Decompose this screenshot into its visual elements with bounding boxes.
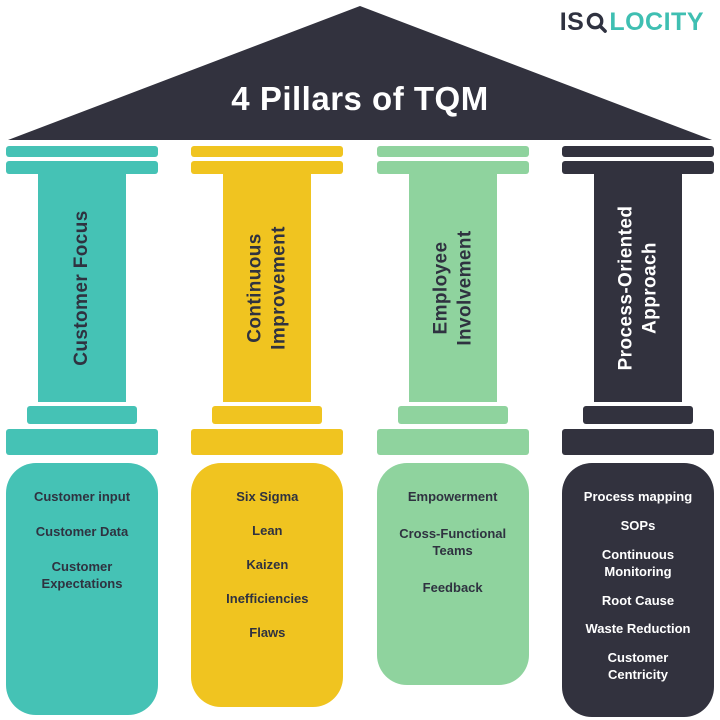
list-item: Flaws [249,624,286,640]
list-item: Customer Expectations [41,558,123,591]
list-item: Customer Centricity [607,650,669,683]
pillar-base-bottom [6,429,158,455]
pillar-base-bottom [376,429,529,455]
list-item: Customer Data [35,523,129,539]
list-item: Process mapping [583,489,693,504]
list-item: Root Cause [601,592,675,608]
pillar-employee-involvement: Employee Involvement Empowerment Cross-F… [376,146,529,717]
list-item: Feedback [422,579,483,595]
magnifier-icon [587,12,608,33]
pillar-base-top [27,406,137,424]
pillar-base-bottom [191,429,344,455]
pillars-row: Customer Focus Customer input Customer D… [6,146,714,717]
pillar-capital-bottom [561,161,714,174]
pillar-capital-bottom [6,161,158,174]
pillar-capital-top [376,146,529,157]
list-item: Kaizen [246,556,289,572]
pillar-base-bottom [561,429,714,455]
pillar-capital-bottom [191,161,344,174]
pillar-continuous-improvement: Continuous Improvement Six Sigma Lean Ka… [191,146,344,717]
pillar-label: Customer Focus [71,210,93,366]
pillar-label: Process-Oriented Approach [615,205,660,371]
list-item: Inefficiencies [226,590,309,606]
list-item: Empowerment [407,489,498,504]
pillar-detail-box: Customer input Customer Data Customer Ex… [6,463,158,715]
pillar-capital-bottom [376,161,529,174]
pillar-shaft: Process-Oriented Approach [593,174,682,402]
pillar-label: Continuous Improvement [244,226,290,350]
pillar-label: Employee Involvement [429,230,475,346]
pillar-capital-top [6,146,158,157]
logo: IS LOCITY [560,10,704,35]
list-item: Continuous Monitoring [601,546,675,579]
list-item: Six Sigma [236,489,299,504]
list-item: Lean [252,522,283,538]
list-item: SOPs [620,517,656,533]
pillar-process-oriented-approach: Process-Oriented Approach Process mappin… [561,146,714,717]
pillar-capital-top [561,146,714,157]
logo-text-is: IS [559,8,585,36]
logo-text-locity: LOCITY [609,8,704,36]
pillar-base-top [397,406,508,424]
list-item: Cross-Functional Teams [399,525,507,558]
list-item: Waste Reduction [585,621,691,637]
pillar-customer-focus: Customer Focus Customer input Customer D… [6,146,158,717]
pillar-base-top [582,406,693,424]
pillar-detail-box: Process mapping SOPs Continuous Monitori… [561,463,714,717]
list-item: Customer input [33,489,131,504]
pillar-base-top [212,406,323,424]
pillar-shaft: Continuous Improvement [223,174,312,402]
pillar-detail-box: Empowerment Cross-Functional Teams Feedb… [376,463,529,685]
pillar-detail-box: Six Sigma Lean Kaizen Inefficiencies Fla… [191,463,344,707]
pillar-shaft: Customer Focus [38,174,126,402]
pillar-shaft: Employee Involvement [408,174,497,402]
pillar-capital-top [191,146,344,157]
page-title: 4 Pillars of TQM [231,80,489,117]
